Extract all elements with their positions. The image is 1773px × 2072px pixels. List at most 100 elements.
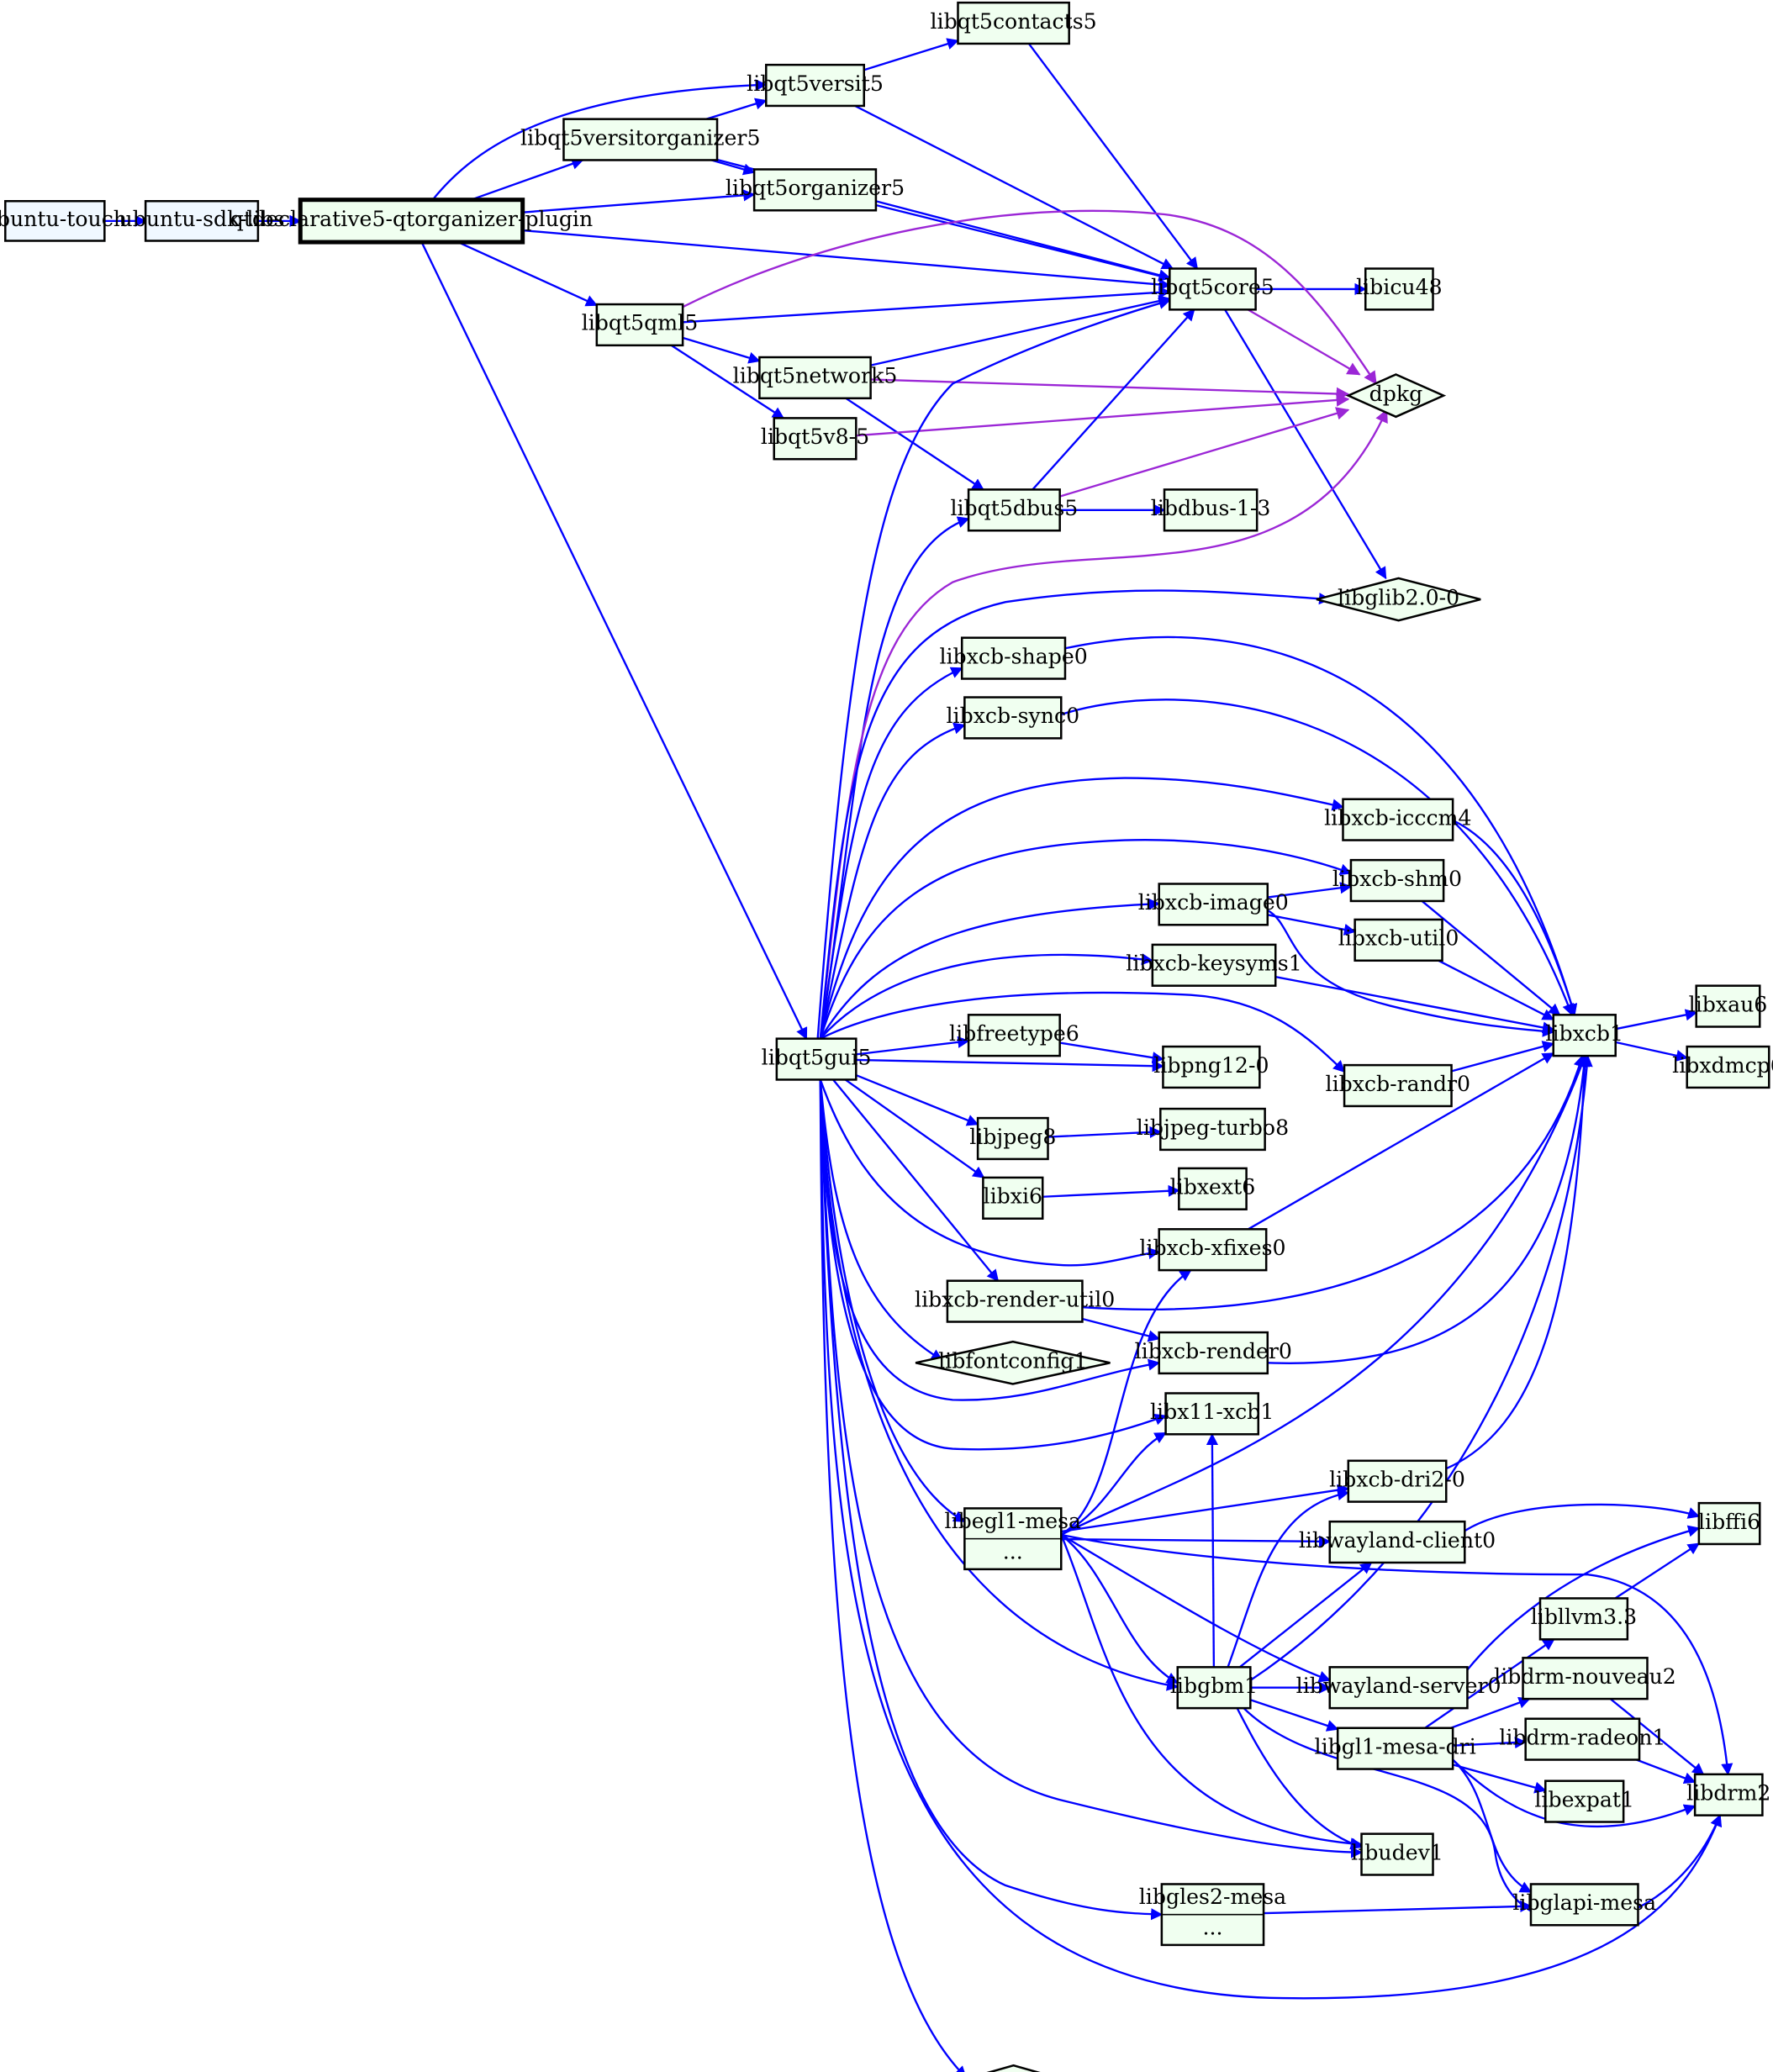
node-shape-libqt5versitorganizer5 (562, 118, 719, 161)
edge-libxcb-util0-to-libxcb1 (1438, 959, 1554, 1020)
edge-libqt5qml5-to-libqt5core5 (683, 286, 1171, 324)
node-shape-libudev1 (1360, 1832, 1434, 1876)
node-shape-libxcb-dri2-0 (1347, 1459, 1448, 1503)
node-libxcb-dri2-0[interactable]: libxcb-dri2-0 (1329, 1459, 1465, 1503)
node-libxi6[interactable]: libxi6 (982, 1176, 1044, 1220)
node-ubuntu-sdk-libs[interactable]: ubuntu-sdk-libs (119, 200, 285, 242)
node-libwayland-client0[interactable]: libwayland-client0 (1299, 1520, 1496, 1564)
node-libqt5network5[interactable]: libqt5network5 (733, 356, 898, 400)
edge-qtdeclarative5-qtorganizer-plugin-to-libqt5core5 (522, 229, 1171, 291)
node-label-libegl1-mesa: libegl1-mesa (945, 1509, 1081, 1533)
node-label-libxcb-util0: libxcb-util0 (1338, 926, 1459, 951)
edge-libqt5network5-to-libqt5dbus5 (845, 397, 984, 491)
edge-libxcb-dri2-0-to-libxcb1 (1445, 1054, 1591, 1470)
node-libqt5versitorganizer5[interactable]: libqt5versitorganizer5 (520, 118, 760, 161)
node-libdrm-radeon1[interactable]: libdrm-radeon1 (1499, 1717, 1665, 1761)
node-libxcb-image0[interactable]: libxcb-image0 (1138, 883, 1289, 926)
edge-qtdeclarative5-qtorganizer-plugin-to-libqt5gui5 (420, 241, 808, 1040)
node-libxcb-render-util0[interactable]: libxcb-render-util0 (915, 1279, 1115, 1323)
node-libglapi-mesa[interactable]: libglapi-mesa (1512, 1883, 1656, 1927)
node-libjpeg8[interactable]: libjpeg8 (969, 1116, 1056, 1161)
node-libxcb-util0[interactable]: libxcb-util0 (1338, 918, 1459, 962)
node-shape-libdrm-nouveau2 (1522, 1657, 1649, 1700)
node-libxcb-keysyms1[interactable]: libxcb-keysyms1 (1126, 943, 1302, 987)
node-label-libqt5qml5: libqt5qml5 (582, 311, 699, 335)
node-dpkg[interactable]: dpkg (1345, 373, 1447, 419)
node-libdrm2[interactable]: libdrm2 (1686, 1773, 1770, 1816)
node-libudev1[interactable]: libudev1 (1351, 1832, 1443, 1876)
node-libxcb-render0[interactable]: libxcb-render0 (1135, 1331, 1292, 1375)
node-libglib2.0-0[interactable]: libglib2.0-0 (1316, 577, 1481, 622)
edge-libxcb-sync0-to-libxcb1 (1060, 699, 1574, 1016)
node-label-libwayland-server0: libwayland-server0 (1296, 1674, 1501, 1698)
node-libffi6[interactable]: libffi6 (1697, 1501, 1761, 1546)
node-label-libxcb-xfixes0: libxcb-xfixes0 (1139, 1236, 1285, 1260)
node-qtdeclarative5-qtorganizer-plugin[interactable]: qtdeclarative5-qtorganizer-plugin (230, 198, 593, 245)
node-label-libxcb-shape0: libxcb-shape0 (939, 644, 1087, 668)
node-libdrm-nouveau2[interactable]: libdrm-nouveau2 (1494, 1657, 1676, 1700)
node-ubuntu-touch[interactable]: ubuntu-touch (0, 200, 127, 242)
edge-libqt5gui5-to-libxcb-randr0 (820, 991, 1346, 1073)
node-shape-libgl1-mesa-dri (1336, 1727, 1454, 1770)
node-libqt5v8-5[interactable]: libqt5v8-5 (761, 417, 869, 461)
node-libfontconfig1[interactable]: libfontconfig1 (915, 1340, 1111, 1385)
node-libqt5gui5[interactable]: libqt5gui5 (762, 1037, 872, 1081)
node-libxcb-xfixes0[interactable]: libxcb-xfixes0 (1139, 1228, 1286, 1272)
node-libfreetype6[interactable]: libfreetype6 (949, 1014, 1079, 1057)
node-libqt5core5[interactable]: libqt5core5 (1151, 267, 1274, 311)
node-libqt5contacts5[interactable]: libqt5contacts5 (930, 1, 1097, 45)
node-label-libxcb-render0: libxcb-render0 (1135, 1339, 1292, 1363)
edge-libqt5v8-5-to-dpkg (856, 393, 1350, 437)
node-libegl1-mesa[interactable]: ...libegl1-mesa (945, 1507, 1081, 1571)
edge-libqt5core5-to-libglib2.0-0 (1224, 308, 1387, 580)
node-libqt5organizer5[interactable]: libqt5organizer5 (726, 168, 905, 212)
edge-libwayland-server0-to-libffi6 (1466, 1525, 1701, 1671)
node-libjpeg-turbo8[interactable]: libjpeg-turbo8 (1137, 1107, 1289, 1152)
node-libxau6[interactable]: libxau6 (1689, 984, 1768, 1028)
node-libgbm1[interactable]: libgbm1 (1170, 1666, 1258, 1710)
node-libxcb1[interactable]: libxcb1 (1545, 1014, 1623, 1057)
edge-libqt5gui5-to-libpng12-0 (856, 1058, 1164, 1073)
node-shape-libxext6 (1178, 1167, 1248, 1210)
node-fontconfig[interactable]: fontconfig (939, 2064, 1087, 2072)
node-libgl1-mesa-dri[interactable]: libgl1-mesa-dri (1315, 1727, 1476, 1770)
node-shape-libxdmcp6 (1686, 1045, 1770, 1089)
edge-libegl1-mesa-to-libxcb-dri2-0 (1061, 1484, 1350, 1533)
edge-libgl1-mesa-dri-to-libglapi-mesa (1452, 1758, 1533, 1893)
node-libqt5versit5[interactable]: libqt5versit5 (747, 63, 884, 108)
node-libqt5qml5[interactable]: libqt5qml5 (582, 303, 699, 347)
node-libxcb-icccm4[interactable]: libxcb-icccm4 (1324, 798, 1471, 841)
node-shape-libqt5organizer5 (752, 168, 878, 212)
node-libxext6[interactable]: libxext6 (1170, 1167, 1256, 1210)
node-libpng12-0[interactable]: libpng12-0 (1153, 1045, 1269, 1089)
node-libwayland-server0[interactable]: libwayland-server0 (1296, 1666, 1501, 1710)
edge-libgles2-mesa-to-libglapi-mesa (1264, 1900, 1533, 1915)
node-label-libfontconfig1: libfontconfig1 (938, 1349, 1087, 1373)
edge-libqt5dbus5-to-dpkg (1059, 407, 1350, 498)
node-shape-libxau6 (1695, 984, 1761, 1028)
node-label-libqt5organizer5: libqt5organizer5 (726, 176, 905, 200)
node-shape-libxcb1 (1552, 1014, 1617, 1057)
node-label-libqt5versitorganizer5: libqt5versitorganizer5 (520, 125, 760, 150)
node-libxcb-shape0[interactable]: libxcb-shape0 (939, 636, 1088, 680)
node-libxcb-randr0[interactable]: libxcb-randr0 (1326, 1063, 1471, 1108)
node-libllvm3.3[interactable]: libllvm3.3 (1531, 1597, 1637, 1641)
edge-libegl1-mesa-to-libx11-xcb1 (1060, 1431, 1167, 1536)
node-libxdmcp6[interactable]: libxdmcp6 (1672, 1045, 1773, 1089)
node-libxcb-sync0[interactable]: libxcb-sync0 (947, 696, 1080, 740)
node-libexpat1[interactable]: libexpat1 (1534, 1779, 1634, 1823)
node-label-libgles2-mesa: libgles2-mesa (1139, 1885, 1286, 1909)
node-libicu48[interactable]: libicu48 (1356, 267, 1443, 311)
node-libgles2-mesa[interactable]: ...libgles2-mesa (1139, 1883, 1286, 1947)
node-shape-libfontconfig1 (915, 1340, 1111, 1385)
edge-libgbm1-to-libx11-xcb1 (1206, 1432, 1219, 1668)
node-shape-libqt5network5 (758, 356, 872, 400)
edge-libqt5versit5-to-libqt5contacts5 (863, 38, 959, 71)
node-libx11-xcb1[interactable]: libx11-xcb1 (1150, 1392, 1274, 1436)
node-libxcb-shm0[interactable]: libxcb-shm0 (1332, 858, 1462, 903)
node-libqt5dbus5[interactable]: libqt5dbus5 (950, 488, 1078, 532)
node-label-libxau6: libxau6 (1689, 992, 1768, 1016)
node-libdbus-1-3[interactable]: libdbus-1-3 (1151, 488, 1271, 532)
node-label-libqt5v8-5: libqt5v8-5 (761, 424, 869, 449)
